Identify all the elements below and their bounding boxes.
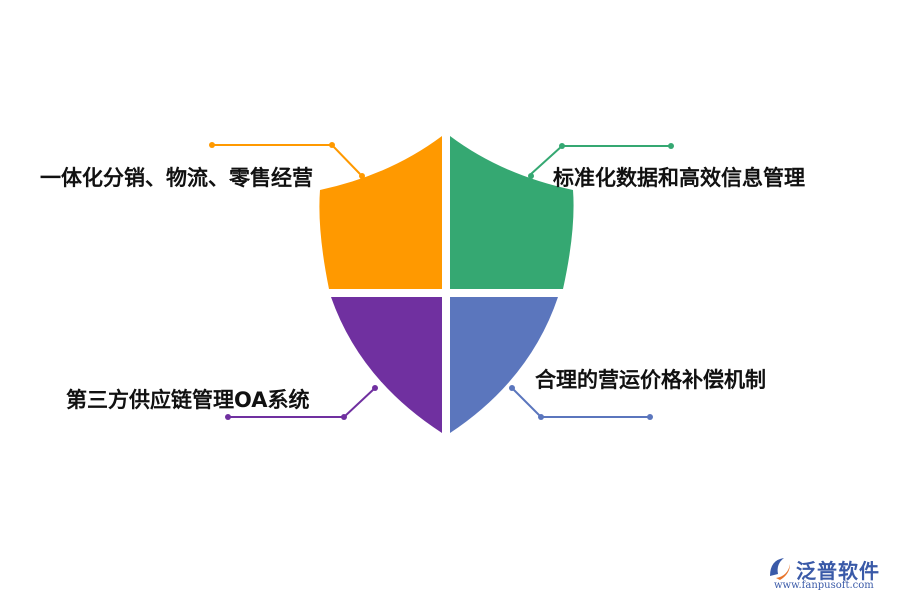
logo-name: 泛普软件 [796, 559, 880, 583]
logo-url: www.fanpusoft.com [774, 580, 874, 591]
label-top-left: 一体化分销、物流、零售经营 [40, 166, 313, 190]
shield-bottom-right [450, 297, 558, 433]
logo-mark-icon [770, 558, 790, 580]
brand-logo: 泛普软件 www.fanpusoft.com [766, 552, 896, 596]
shield-bottom-left [331, 297, 442, 433]
shield-top-left [319, 136, 442, 289]
shield-top-right [450, 136, 574, 289]
connector-bottom-right [509, 385, 653, 420]
label-top-right: 标准化数据和高效信息管理 [553, 166, 805, 190]
connector-top-left [209, 142, 365, 179]
label-bottom-right: 合理的营运价格补偿机制 [535, 368, 766, 392]
connector-top-right [528, 143, 674, 179]
label-bottom-left: 第三方供应链管理OA系统 [66, 388, 310, 412]
connector-bottom-left [225, 385, 378, 420]
